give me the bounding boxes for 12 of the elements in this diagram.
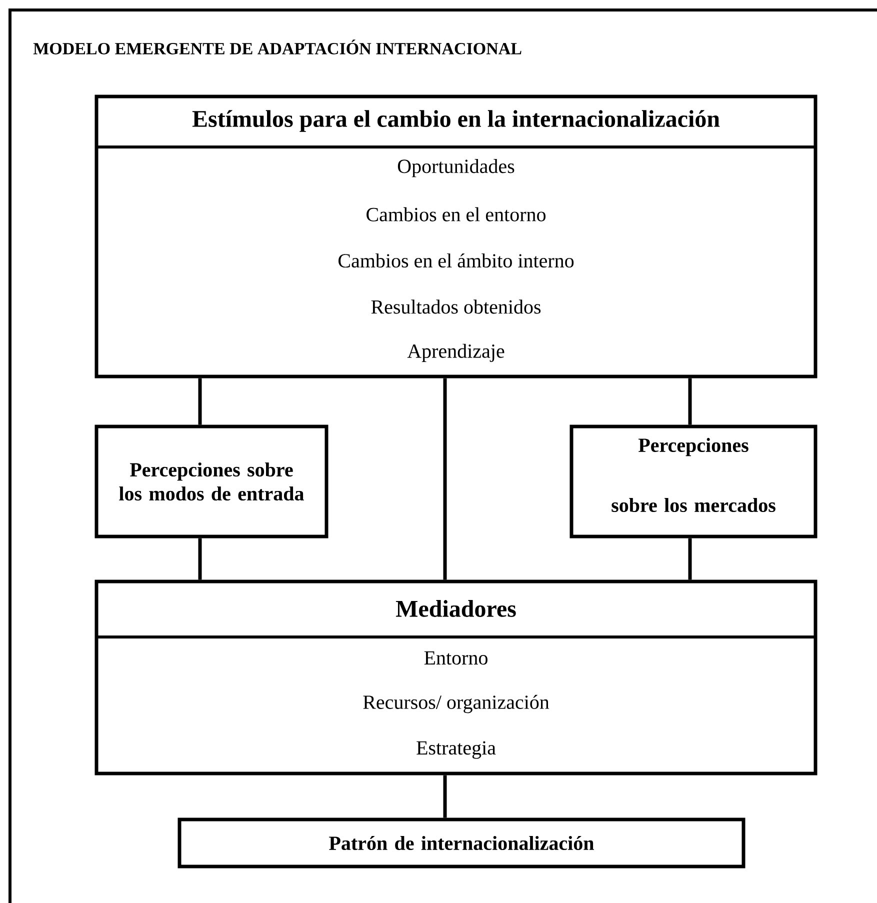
box: Percepciones sobre los modos de entrada	[94, 424, 328, 538]
connector-line	[198, 538, 202, 580]
title: MODELO EMERGENTE DE ADAPTACIÓN INTERNACIONAL	[33, 40, 522, 54]
connector-line	[443, 378, 447, 580]
box: Estímulos para el cambio en la internacionalización Oportunidades Cambios en el entorno Cambios en el ámbito interno Resultados obtenidos Aprendizaje	[94, 94, 818, 378]
box: Patrón de internacionalización	[178, 818, 746, 868]
connector-line	[443, 775, 447, 818]
box: Mediadores Entorno Recursos/ organización Estrategia	[94, 580, 818, 776]
connector-line	[688, 538, 692, 580]
box: Percepciones sobre los mercados	[570, 424, 818, 538]
connector-line	[688, 378, 692, 425]
connector-line	[198, 378, 202, 425]
